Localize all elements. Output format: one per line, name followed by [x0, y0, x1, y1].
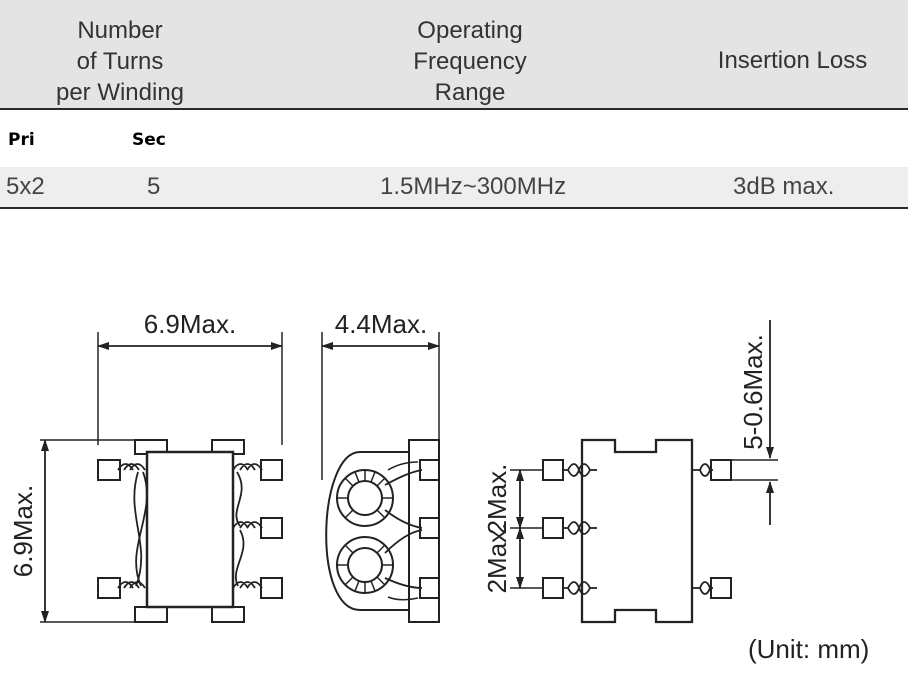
subheader-sec: Sec — [132, 130, 166, 150]
cell-frequency: 1.5MHz~300MHz — [380, 173, 567, 200]
table-header — [0, 0, 908, 108]
unit-note: (Unit: mm) — [748, 634, 870, 664]
dim-left-height: 6.9Max. — [8, 485, 38, 578]
dim-lead-width: 5-0.6Max. — [738, 334, 768, 450]
cell-insertion-loss: 3dB max. — [733, 173, 835, 200]
top-view — [40, 332, 283, 623]
side-view — [321, 332, 440, 623]
cell-sec: 5 — [147, 173, 161, 200]
row-divider — [0, 207, 908, 209]
dim-pitch-lower: 2Max. — [482, 523, 512, 594]
header-turns-per-winding: Number of Turns per Winding — [55, 17, 185, 106]
header-operating-frequency: Operating Frequency Range — [413, 17, 527, 106]
dim-side-width: 4.4Max. — [335, 309, 428, 339]
dim-pitch-upper: 2Max. — [482, 464, 512, 535]
cell-pri: 5x2 — [6, 173, 45, 200]
header-insertion-loss: Insertion Loss — [717, 47, 868, 74]
dim-top-width: 6.9Max. — [144, 309, 237, 339]
table-row — [0, 167, 908, 207]
bottom-view — [510, 320, 778, 624]
subheader-pri: Pri — [8, 130, 35, 150]
header-divider — [0, 108, 908, 110]
